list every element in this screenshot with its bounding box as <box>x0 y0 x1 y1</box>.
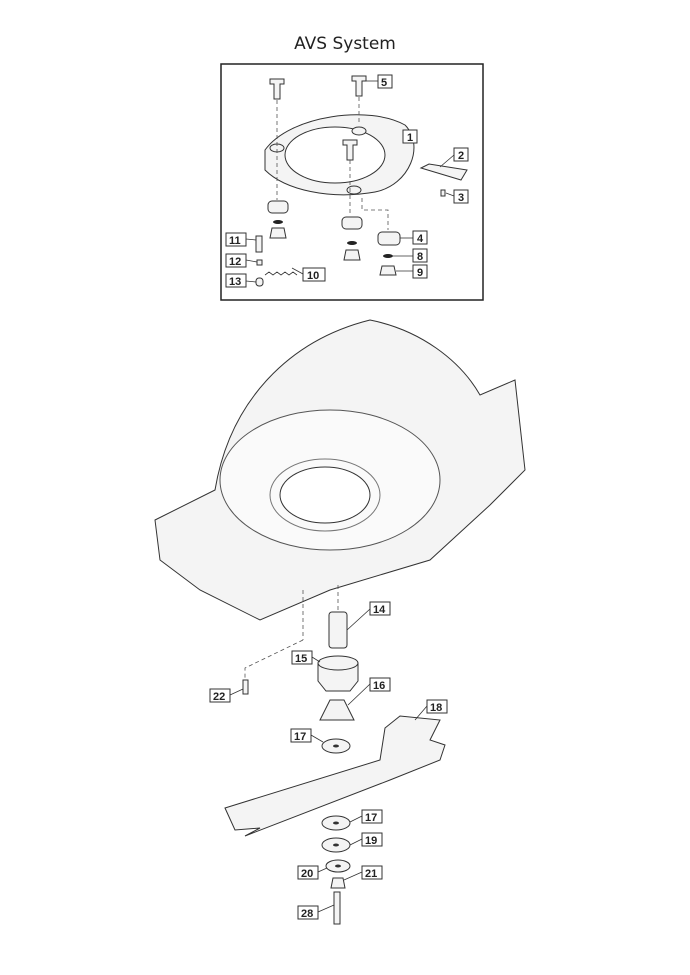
callout-20: 20 <box>297 865 319 880</box>
callout-28: 28 <box>297 905 319 920</box>
callout-17-upper: 17 <box>290 728 312 743</box>
callout-3: 3 <box>453 189 469 204</box>
diagram-title: AVS System <box>294 34 396 54</box>
screw-22 <box>242 679 249 695</box>
svg-text:17: 17 <box>294 731 306 743</box>
avs-inset-frame <box>220 63 484 301</box>
leader-lines <box>229 80 455 913</box>
part-15 <box>317 655 359 692</box>
svg-text:14: 14 <box>373 604 386 616</box>
callout-21: 21 <box>361 865 383 880</box>
callout-5: 5 <box>377 74 393 89</box>
callout-2: 2 <box>453 147 469 162</box>
callout-9: 9 <box>412 264 428 279</box>
avs-ring <box>264 114 415 196</box>
svg-text:19: 19 <box>365 835 377 847</box>
bolt-28 <box>333 891 341 925</box>
svg-text:12: 12 <box>229 256 241 268</box>
callout-4: 4 <box>412 230 428 245</box>
mower-deck <box>154 319 526 621</box>
svg-text:4: 4 <box>417 233 424 245</box>
part-14 <box>328 611 348 649</box>
svg-text:28: 28 <box>301 908 313 920</box>
callout-11: 11 <box>225 232 247 247</box>
pins <box>269 75 367 161</box>
callout-14: 14 <box>369 601 391 616</box>
part-3 <box>440 189 446 197</box>
svg-text:8: 8 <box>417 251 423 263</box>
svg-text:21: 21 <box>365 868 377 880</box>
svg-text:3: 3 <box>458 192 464 204</box>
callout-19: 19 <box>361 832 383 847</box>
svg-text:16: 16 <box>373 680 385 692</box>
svg-text:18: 18 <box>430 702 442 714</box>
bushings <box>267 200 401 276</box>
callout-1: 1 <box>402 129 418 144</box>
callout-16: 16 <box>369 677 391 692</box>
svg-text:13: 13 <box>229 276 241 288</box>
part-16 <box>319 699 355 721</box>
svg-text:1: 1 <box>407 132 413 144</box>
callout-12: 12 <box>225 253 247 268</box>
callout-13: 13 <box>225 273 247 288</box>
callout-8: 8 <box>412 248 428 263</box>
svg-text:5: 5 <box>381 77 387 89</box>
callout-15: 15 <box>291 650 313 665</box>
svg-text:15: 15 <box>295 653 307 665</box>
svg-text:22: 22 <box>213 691 225 703</box>
callout-18: 18 <box>426 699 448 714</box>
blade <box>224 715 446 837</box>
part-2 <box>419 163 468 181</box>
callout-22: 22 <box>209 688 231 703</box>
callout-17-lower: 17 <box>361 809 383 824</box>
spring <box>264 271 298 276</box>
svg-text:10: 10 <box>307 270 319 282</box>
svg-text:20: 20 <box>301 868 313 880</box>
svg-text:9: 9 <box>417 267 423 279</box>
svg-text:2: 2 <box>458 150 464 162</box>
svg-text:11: 11 <box>229 235 241 247</box>
svg-text:17: 17 <box>365 812 377 824</box>
callout-10: 10 <box>302 267 326 282</box>
